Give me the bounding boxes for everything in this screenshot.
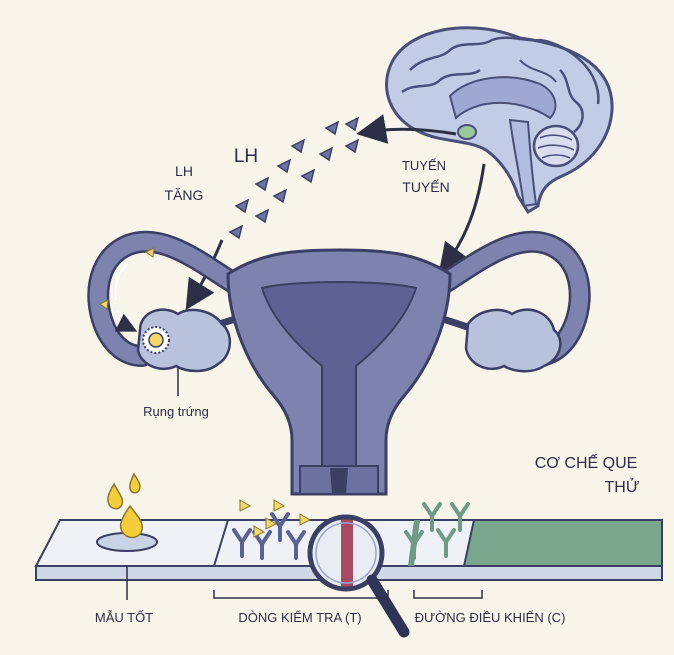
test-line-label: DÒNG KIỂM TRA (T) [238,610,361,625]
drop-icons [107,472,144,539]
mechanism-label-2: THỬ [605,477,640,496]
lh-antigen-bound [239,499,312,538]
arrow-to-uterus [438,163,486,274]
control-antibodies [404,502,470,560]
magnifier-icon [307,514,410,638]
control-zone [462,519,663,567]
gland-label-1: TUYẾN [402,158,446,173]
flow-arrow-down [111,309,138,332]
left-ovary [136,308,231,373]
lh-rise-label-1: LH [175,163,193,179]
right-ovary [464,308,562,373]
lh-rise-label-2: TĂNG [165,187,204,203]
cerebellum [532,124,580,168]
pituitary-gland [457,124,477,140]
control-line-bracket [413,590,483,599]
egg-icon [148,332,164,348]
test-line [341,517,353,589]
yellow-particles [99,247,155,310]
lh-label: LH [234,146,258,167]
lh-hormone-particles [228,116,360,240]
test-line-bracket [213,590,389,599]
brain [385,26,614,215]
mechanism-label-1: CƠ CHẾ QUE [535,453,638,472]
gland-label-2: TUYẾN [402,179,449,195]
arrow-to-hormone [356,114,457,144]
ovulation-label: Rụng trứng [143,404,209,419]
flow-arrow-up [114,263,129,301]
control-line-label: ĐƯỜNG ĐIỀU KHIỂN (C) [415,610,566,625]
sample-label: MẪU TỐT [95,610,153,625]
